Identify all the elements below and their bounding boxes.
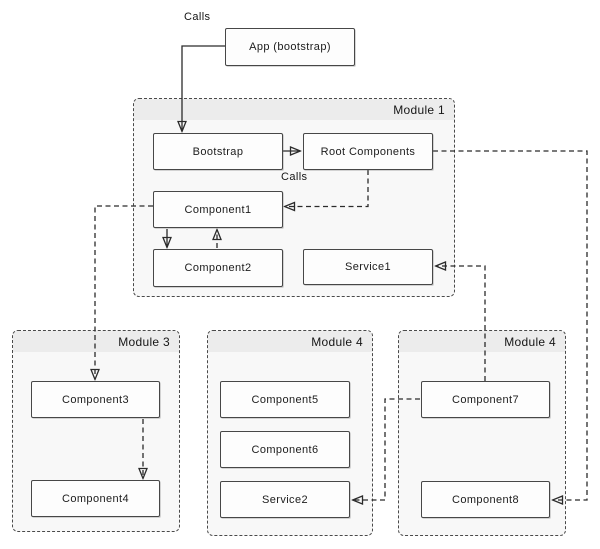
calls-label-top: Calls bbox=[184, 11, 211, 23]
node-service1-label: Service1 bbox=[345, 261, 391, 273]
module-3-title: Module 3 bbox=[118, 334, 170, 349]
module-4a-title: Module 4 bbox=[311, 334, 363, 349]
node-component8-label: Component8 bbox=[452, 493, 519, 506]
node-bootstrap-label: Bootstrap bbox=[192, 145, 244, 158]
node-component7-label: Component7 bbox=[452, 393, 519, 406]
node-component5-label: Component5 bbox=[251, 393, 319, 406]
node-service1: Service1 bbox=[303, 249, 433, 285]
node-component1-label: Component1 bbox=[184, 203, 252, 216]
node-component3: Component3 bbox=[31, 381, 160, 418]
edge-rootcomponents-to-component1 bbox=[285, 170, 369, 207]
calls-label-bootstrap-edge: Calls bbox=[281, 171, 308, 183]
module-4a-header: Module 4 bbox=[208, 331, 372, 352]
node-component2-label: Component2 bbox=[184, 262, 252, 274]
node-component5: Component5 bbox=[220, 381, 350, 418]
node-app-bootstrap: App (bootstrap) bbox=[225, 28, 355, 66]
node-component6-label: Component6 bbox=[251, 443, 319, 456]
node-component7: Component7 bbox=[421, 381, 550, 418]
node-root-components: Root Components bbox=[303, 133, 433, 170]
node-component1: Component1 bbox=[153, 191, 283, 228]
edge-rootcomponents-to-component8 bbox=[433, 150, 588, 500]
edge-component7-to-service2 bbox=[353, 398, 420, 500]
node-service2-label: Service2 bbox=[262, 493, 308, 506]
node-service2: Service2 bbox=[220, 481, 350, 518]
module-1-header: Module 1 bbox=[134, 99, 454, 120]
node-component4-label: Component4 bbox=[62, 492, 129, 505]
module-4b-title: Module 4 bbox=[504, 334, 556, 349]
module-3-header: Module 3 bbox=[13, 331, 179, 352]
node-bootstrap: Bootstrap bbox=[153, 133, 283, 170]
node-component2: Component2 bbox=[153, 249, 283, 287]
node-component4: Component4 bbox=[31, 480, 160, 517]
edge-component7-to-service1 bbox=[436, 266, 486, 381]
node-component8: Component8 bbox=[421, 481, 550, 518]
edge-app-to-bootstrap bbox=[182, 45, 225, 131]
node-component6: Component6 bbox=[220, 431, 350, 468]
node-root-components-label: Root Components bbox=[320, 145, 416, 158]
node-component3-label: Component3 bbox=[62, 393, 129, 406]
edge-component1-to-component3 bbox=[95, 205, 153, 379]
module-4b-header: Module 4 bbox=[399, 331, 565, 352]
node-app-bootstrap-label: App (bootstrap) bbox=[249, 41, 331, 53]
module-1-title: Module 1 bbox=[393, 102, 445, 117]
